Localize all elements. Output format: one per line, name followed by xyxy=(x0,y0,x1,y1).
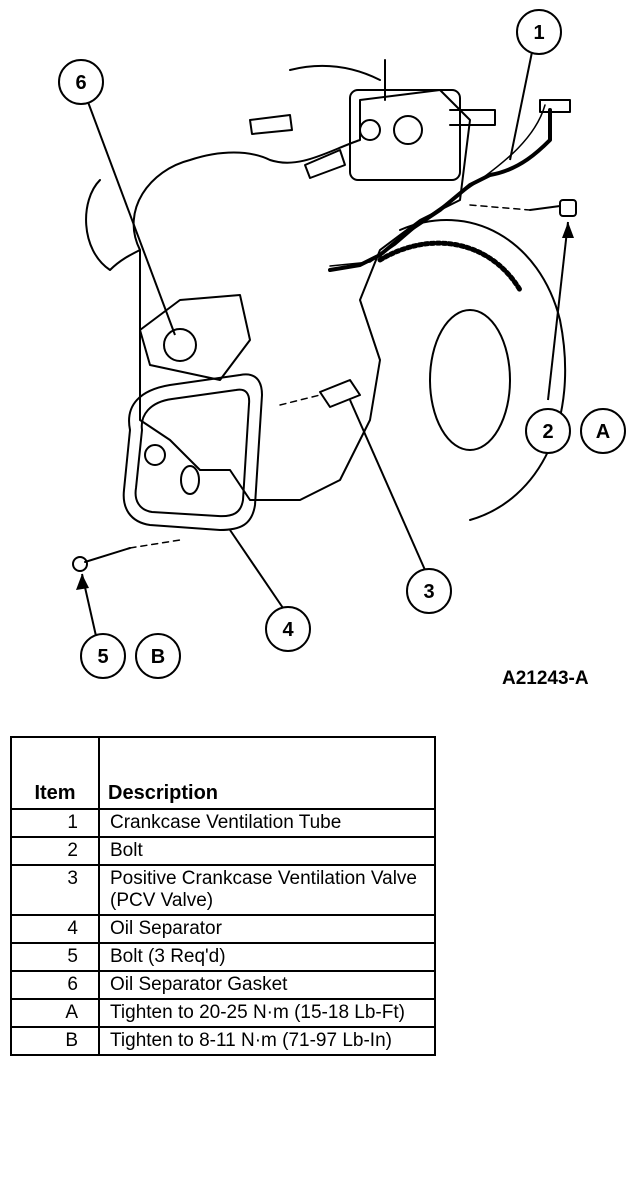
legend-item-number: 3 xyxy=(10,864,100,916)
leader-2-arrow xyxy=(562,222,574,238)
legend-header-item: Item xyxy=(10,736,100,810)
fitting-left-1 xyxy=(249,114,293,135)
legend-item-description: Positive Crankcase Ventilation Valve (PC… xyxy=(98,864,436,916)
bolt-2-shank xyxy=(529,205,561,211)
oil-separator-inner xyxy=(134,388,251,518)
bolt-2-head xyxy=(559,199,577,217)
svg-text:4: 4 xyxy=(282,619,294,641)
engine-block-outline xyxy=(132,89,471,501)
svg-text:1: 1 xyxy=(533,22,544,44)
callout-b: B xyxy=(135,633,181,679)
legend-item-number: 6 xyxy=(10,970,100,1000)
legend-item-number: 4 xyxy=(10,914,100,944)
legend-item-description: Oil Separator xyxy=(98,914,436,944)
flywheel-ring-gear xyxy=(377,240,523,293)
leader-6 xyxy=(87,101,176,336)
leader-1 xyxy=(509,51,533,161)
manifold-block xyxy=(349,89,461,181)
flywheel-center xyxy=(429,309,511,451)
gasket-port xyxy=(163,328,197,362)
legend-item-description: Oil Separator Gasket xyxy=(98,970,436,1000)
legend-item-description: Bolt (3 Req'd) xyxy=(98,942,436,972)
rear-cover-outline xyxy=(85,179,141,271)
oil-separator-port xyxy=(144,444,166,466)
svg-text:B: B xyxy=(151,646,165,668)
legend-item-description: Crankcase Ventilation Tube xyxy=(98,808,436,838)
bolt-5-shank xyxy=(84,547,131,563)
callout-5: 5 xyxy=(80,633,126,679)
bolt-5-leader-dash xyxy=(129,539,181,549)
oil-separator-hole xyxy=(180,465,200,495)
svg-text:6: 6 xyxy=(75,72,86,94)
fitting-port xyxy=(393,115,423,145)
legend-item-description: Tighten to 20-25 N·m (15-18 Lb-Ft) xyxy=(98,998,436,1028)
flywheel-outer xyxy=(399,219,567,521)
figure-id: A21243-A xyxy=(502,668,589,689)
leader-3 xyxy=(349,399,426,571)
fitting-right xyxy=(449,109,496,126)
oil-separator-outline xyxy=(122,373,263,531)
callout-1: 1 xyxy=(516,9,562,55)
callout-3: 3 xyxy=(406,568,452,614)
bolt-2-leader-dash xyxy=(469,204,531,211)
legend-item-number: 2 xyxy=(10,836,100,866)
legend-item-number: 5 xyxy=(10,942,100,972)
legend-item-number: 1 xyxy=(10,808,100,838)
legend-item-description: Tighten to 8-11 N·m (71-97 Lb-In) xyxy=(98,1026,436,1056)
callout-a: A xyxy=(580,408,626,454)
callout-4: 4 xyxy=(265,606,311,652)
leader-5-arrow xyxy=(76,574,89,590)
ventilation-tube-inner xyxy=(329,104,546,267)
legend-item-number: A xyxy=(10,998,100,1028)
leader-4 xyxy=(229,529,284,609)
gasket-outline xyxy=(139,294,251,381)
svg-text:5: 5 xyxy=(97,646,108,668)
engine-head-outline xyxy=(289,64,381,81)
legend-item-description: Bolt xyxy=(98,836,436,866)
svg-text:3: 3 xyxy=(423,581,434,603)
ventilation-tube xyxy=(328,108,552,272)
engine-diagram: 1 2 A 3 4 5 B 6 xyxy=(58,9,626,679)
fitting-left-2 xyxy=(304,149,346,179)
legend-header-description: Description xyxy=(98,736,436,810)
bolt-5-head xyxy=(72,556,88,572)
legend-header-row: Item Description xyxy=(10,736,436,810)
pcv-tee-fitting xyxy=(539,99,571,113)
svg-text:2: 2 xyxy=(542,421,553,443)
legend-item-number: B xyxy=(10,1026,100,1056)
svg-text:A: A xyxy=(596,421,610,443)
callout-2: 2 xyxy=(525,408,571,454)
callout-6: 6 xyxy=(58,59,104,105)
leader-2 xyxy=(547,221,569,401)
pcv-valve-dash xyxy=(279,394,321,406)
pcv-valve-body xyxy=(319,379,361,408)
fitting-port-2 xyxy=(359,119,381,141)
